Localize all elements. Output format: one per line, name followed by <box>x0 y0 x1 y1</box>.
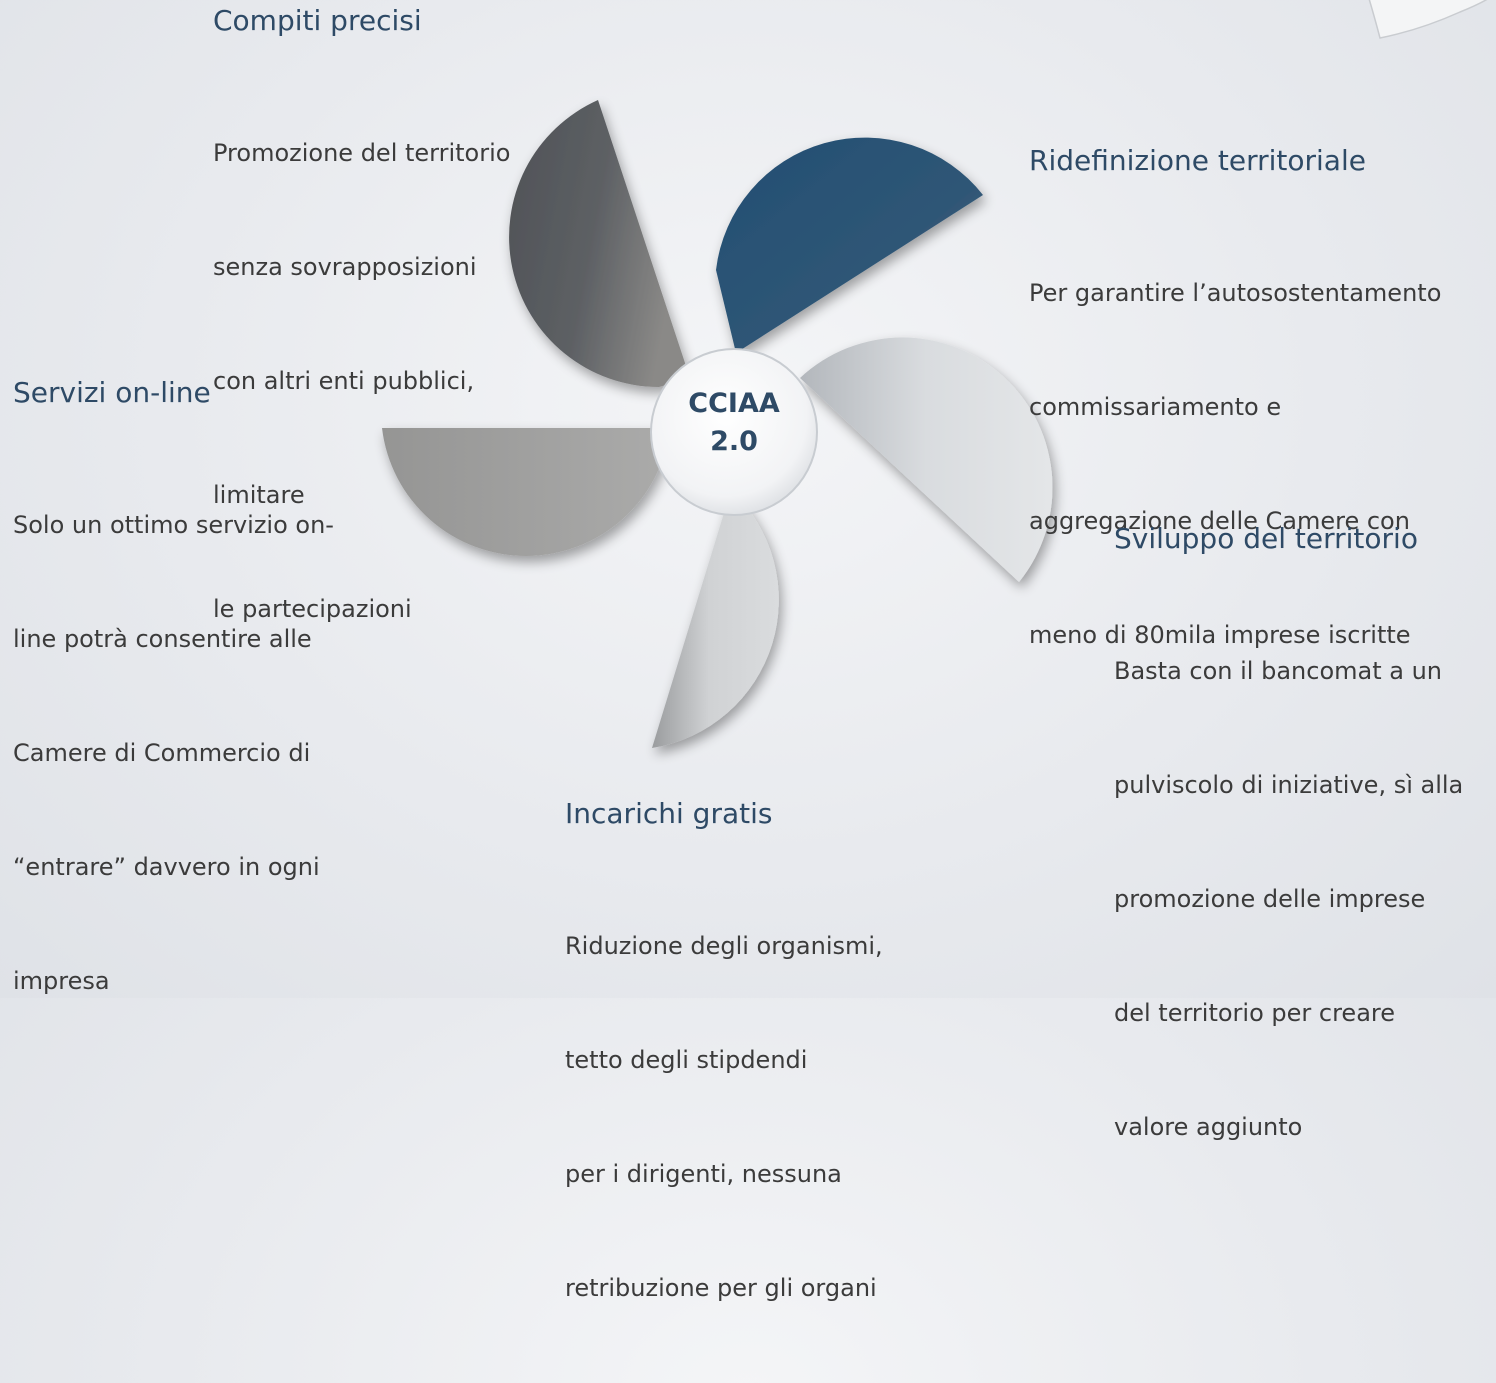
block-ridefinizione-territoriale: Ridefinizione territoriale Per garantire… <box>1029 144 1441 730</box>
block-body-line: per i dirigenti, nessuna <box>565 1160 842 1188</box>
block-body-line: con altri enti pubblici, <box>213 367 475 395</box>
block-body-line: impresa <box>13 967 110 995</box>
center-label-line2: 2.0 <box>710 426 758 457</box>
diagram-canvas: CCIAA 2.0 Compiti precisi Promozione del… <box>13 0 1488 1302</box>
petal-ridefinizione <box>716 137 983 353</box>
block-body-line: commissariamento e <box>1029 393 1282 421</box>
block-incarichi-gratis: Incarichi gratis Riduzione degli organis… <box>565 797 883 1383</box>
block-body-line: Solo un ottimo servizio on- <box>13 511 334 539</box>
block-body-line: aggregazione delle Camere con <box>1029 507 1410 535</box>
block-body-line: le partecipazioni <box>213 595 412 623</box>
block-servizi-on-line: Servizi on-line Solo un ottimo servizio … <box>13 376 334 1076</box>
block-body-line: retribuzione per gli organi <box>565 1274 877 1302</box>
block-title: Ridefinizione territoriale <box>1029 144 1366 177</box>
block-body: Basta con il bancomat a un pulviscolo di… <box>1114 576 1463 1222</box>
petal-servizi <box>382 428 670 557</box>
block-body-line: line potrà consentire alle <box>13 625 312 653</box>
center-label-line1: CCIAA <box>688 388 780 419</box>
block-body-line: pulviscolo di iniziative, sì alla <box>1114 771 1464 799</box>
block-body-line: limitare <box>213 481 305 509</box>
block-title: Servizi on-line <box>13 376 211 409</box>
block-body-line: Promozione del territorio <box>213 139 511 167</box>
block-body-line: Riduzione degli organismi, <box>565 932 883 960</box>
block-body: Per garantire l’autosostentamento commis… <box>1029 198 1441 730</box>
petal-sviluppo <box>800 337 1053 582</box>
pinwheel-petals <box>382 100 1053 748</box>
block-body-line: Basta con il bancomat a un <box>1114 657 1443 685</box>
block-body-line: promozione delle imprese <box>1114 885 1426 913</box>
block-title: Compiti precisi <box>213 4 422 37</box>
block-body-line: del territorio per creare <box>1114 999 1396 1027</box>
center-circle <box>650 348 818 516</box>
block-sviluppo-del-territorio: Sviluppo del territorio Basta con il ban… <box>1114 522 1463 1222</box>
center-label: CCIAA 2.0 <box>664 385 804 461</box>
block-body-line: Camere di Commercio di <box>13 739 311 767</box>
pinwheel-diagram <box>382 0 1488 748</box>
block-title: Incarichi gratis <box>565 797 773 830</box>
block-body-line: valore aggiunto <box>1114 1113 1303 1141</box>
block-title: Sviluppo del territorio <box>1114 522 1418 555</box>
block-body-line: Per garantire l’autosostentamento <box>1029 279 1442 307</box>
block-body: Solo un ottimo servizio on- line potrà c… <box>13 430 334 1076</box>
block-body: Promozione del territorio senza sovrappo… <box>213 58 510 704</box>
block-body: Riduzione degli organismi, tetto degli s… <box>565 851 883 1383</box>
block-body-line: meno di 80mila imprese iscritte <box>1029 621 1411 649</box>
speech-bubble-decoration <box>1368 0 1488 39</box>
block-body-line: “entrare” davvero in ogni <box>13 853 320 881</box>
block-body-line: senza sovrapposizioni <box>213 253 477 281</box>
block-compiti-precisi: Compiti precisi Promozione del territori… <box>213 4 510 704</box>
petal-incarichi <box>652 490 779 748</box>
petal-compiti <box>509 100 690 387</box>
block-body-line: tetto degli stipdendi <box>565 1046 808 1074</box>
